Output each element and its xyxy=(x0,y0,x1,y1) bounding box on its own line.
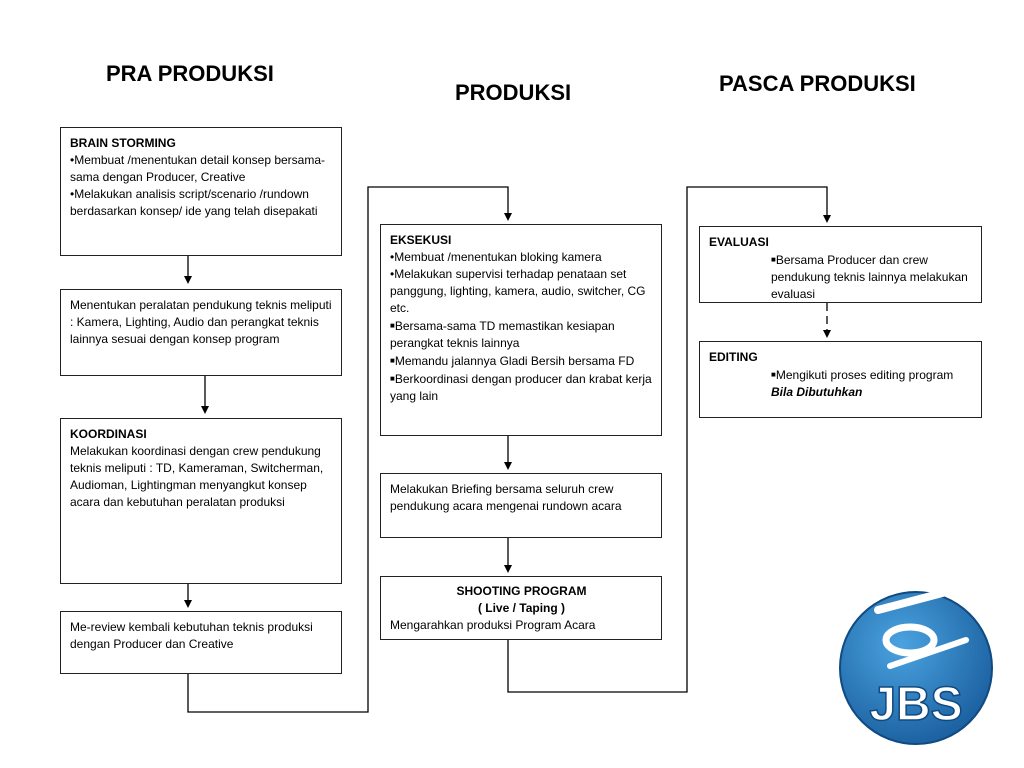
heading-pasca-produksi: PASCA PRODUKSI xyxy=(719,71,916,96)
shooting-subtitle: ( Live / Taping ) xyxy=(477,601,566,615)
koordinasi-text: Melakukan koordinasi dengan crew penduku… xyxy=(70,444,324,509)
briefing-text: Melakukan Briefing bersama seluruh crew … xyxy=(390,482,622,513)
square-bullet-icon: ■ xyxy=(771,255,776,264)
shooting-text: Mengarahkan produksi Program Acara xyxy=(390,618,596,632)
box-evaluasi: EVALUASI ■Bersama Producer dan crew pend… xyxy=(699,226,982,303)
box-eksekusi: EKSEKUSI •Membuat /menentukan bloking ka… xyxy=(380,224,662,436)
square-bullet-icon: ■ xyxy=(390,374,395,383)
brainstorming-bullet-1: •Membuat /menentukan detail konsep bersa… xyxy=(70,153,326,184)
box-review: Me-review kembali kebutuhan teknis produ… xyxy=(60,611,342,674)
heading-pra-produksi: PRA PRODUKSI xyxy=(106,61,274,86)
connector-shooting-evaluasi xyxy=(507,186,831,693)
shooting-title: SHOOTING PROGRAM xyxy=(456,584,587,598)
brainstorming-bullet-2: •Melakukan analisis script/scenario /run… xyxy=(70,187,318,218)
eksekusi-bullet-3: ■Bersama-sama TD memastikan kesiapan per… xyxy=(390,319,615,350)
koordinasi-title: KOORDINASI xyxy=(70,427,147,441)
box-peralatan: Menentukan peralatan pendukung teknis me… xyxy=(60,289,342,376)
brainstorming-title: BRAIN STORMING xyxy=(70,136,176,150)
eksekusi-bullet-2: •Melakukan supervisi terhadap penataan s… xyxy=(390,267,646,315)
square-bullet-icon: ■ xyxy=(771,370,776,379)
editing-text: ■Mengikuti proses editing program xyxy=(771,368,954,382)
box-editing: EDITING ■Mengikuti proses editing progra… xyxy=(699,341,982,418)
logo-text: JBS xyxy=(869,678,962,731)
box-shooting-program: SHOOTING PROGRAM ( Live / Taping ) Menga… xyxy=(380,576,662,640)
jbs-logo: JBS xyxy=(839,588,993,745)
peralatan-text: Menentukan peralatan pendukung teknis me… xyxy=(70,298,332,346)
editing-title: EDITING xyxy=(709,350,758,364)
connector-review-eksekusi xyxy=(187,186,512,713)
box-koordinasi: KOORDINASI Melakukan koordinasi dengan c… xyxy=(60,418,342,584)
eksekusi-bullet-1: •Membuat /menentukan bloking kamera xyxy=(390,250,602,264)
box-briefing: Melakukan Briefing bersama seluruh crew … xyxy=(380,473,662,538)
editing-note: Bila Dibutuhkan xyxy=(771,385,863,399)
eksekusi-title: EKSEKUSI xyxy=(390,233,452,247)
review-text: Me-review kembali kebutuhan teknis produ… xyxy=(70,620,313,651)
square-bullet-icon: ■ xyxy=(390,356,395,365)
evaluasi-text: ■Bersama Producer dan crew pendukung tek… xyxy=(771,253,968,301)
square-bullet-icon: ■ xyxy=(390,321,395,330)
eksekusi-bullet-4: ■Memandu jalannya Gladi Bersih bersama F… xyxy=(390,354,635,368)
eksekusi-bullet-5: ■Berkoordinasi dengan producer dan kraba… xyxy=(390,372,652,403)
box-brainstorming: BRAIN STORMING •Membuat /menentukan deta… xyxy=(60,127,342,256)
evaluasi-title: EVALUASI xyxy=(709,235,769,249)
heading-produksi: PRODUKSI xyxy=(455,80,572,105)
